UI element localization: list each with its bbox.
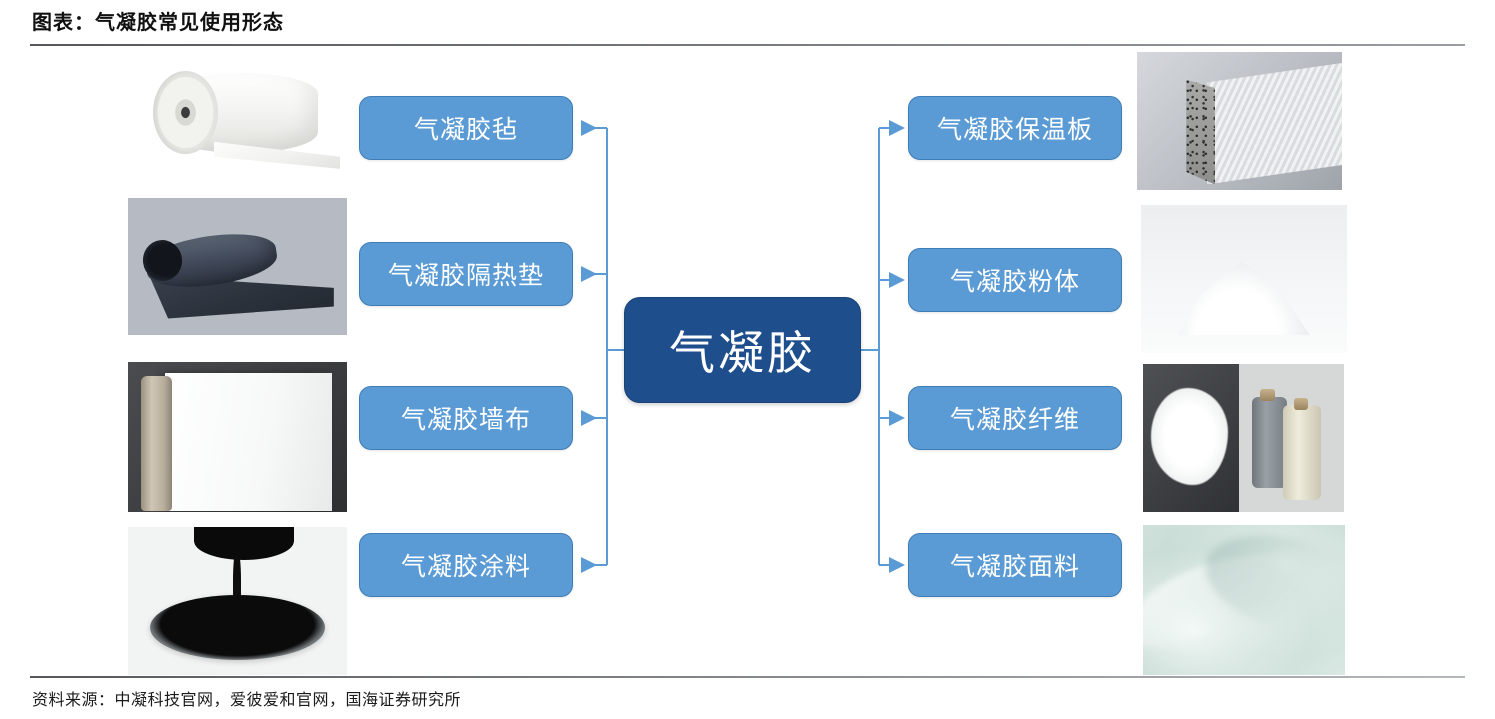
node-aerogel-insulation-board[interactable]: 气凝胶保温板 [908,96,1122,160]
node-aerogel-insulation-mat[interactable]: 气凝胶隔热垫 [359,242,573,306]
image-aerogel-wall-cloth [128,362,347,512]
node-label: 气凝胶粉体 [949,267,1080,296]
node-aerogel-coating[interactable]: 气凝胶涂料 [359,533,573,597]
node-aerogel-fabric[interactable]: 气凝胶面料 [908,533,1122,597]
image-aerogel-insulation-mat [128,198,347,335]
root-node-label: 气凝胶 [669,326,816,380]
node-label: 气凝胶毡 [413,115,518,144]
node-aerogel-blanket[interactable]: 气凝胶毡 [359,96,573,160]
node-label: 气凝胶保温板 [936,115,1093,144]
node-label: 气凝胶隔热垫 [387,261,544,290]
node-aerogel-powder[interactable]: 气凝胶粉体 [908,248,1122,312]
source-note: 资料来源：中凝科技官网，爱彼爱和官网，国海证券研究所 [32,692,462,709]
image-aerogel-blanket-roll [131,57,349,187]
image-aerogel-insulation-board [1137,52,1342,190]
node-label: 气凝胶纤维 [949,405,1080,434]
image-aerogel-fabric [1143,525,1345,675]
image-aerogel-coating [128,527,347,675]
title-divider [30,44,1465,46]
node-label: 气凝胶面料 [949,552,1080,581]
node-label: 气凝胶涂料 [400,552,531,581]
image-aerogel-fiber [1143,364,1344,512]
node-label: 气凝胶墙布 [400,405,531,434]
footer-divider [30,676,1465,678]
page-title: 图表：气凝胶常见使用形态 [32,12,284,34]
node-aerogel-wall-cloth[interactable]: 气凝胶墙布 [359,386,573,450]
root-node-aerogel[interactable]: 气凝胶 [624,297,861,403]
node-aerogel-fiber[interactable]: 气凝胶纤维 [908,386,1122,450]
image-aerogel-powder [1141,205,1347,353]
